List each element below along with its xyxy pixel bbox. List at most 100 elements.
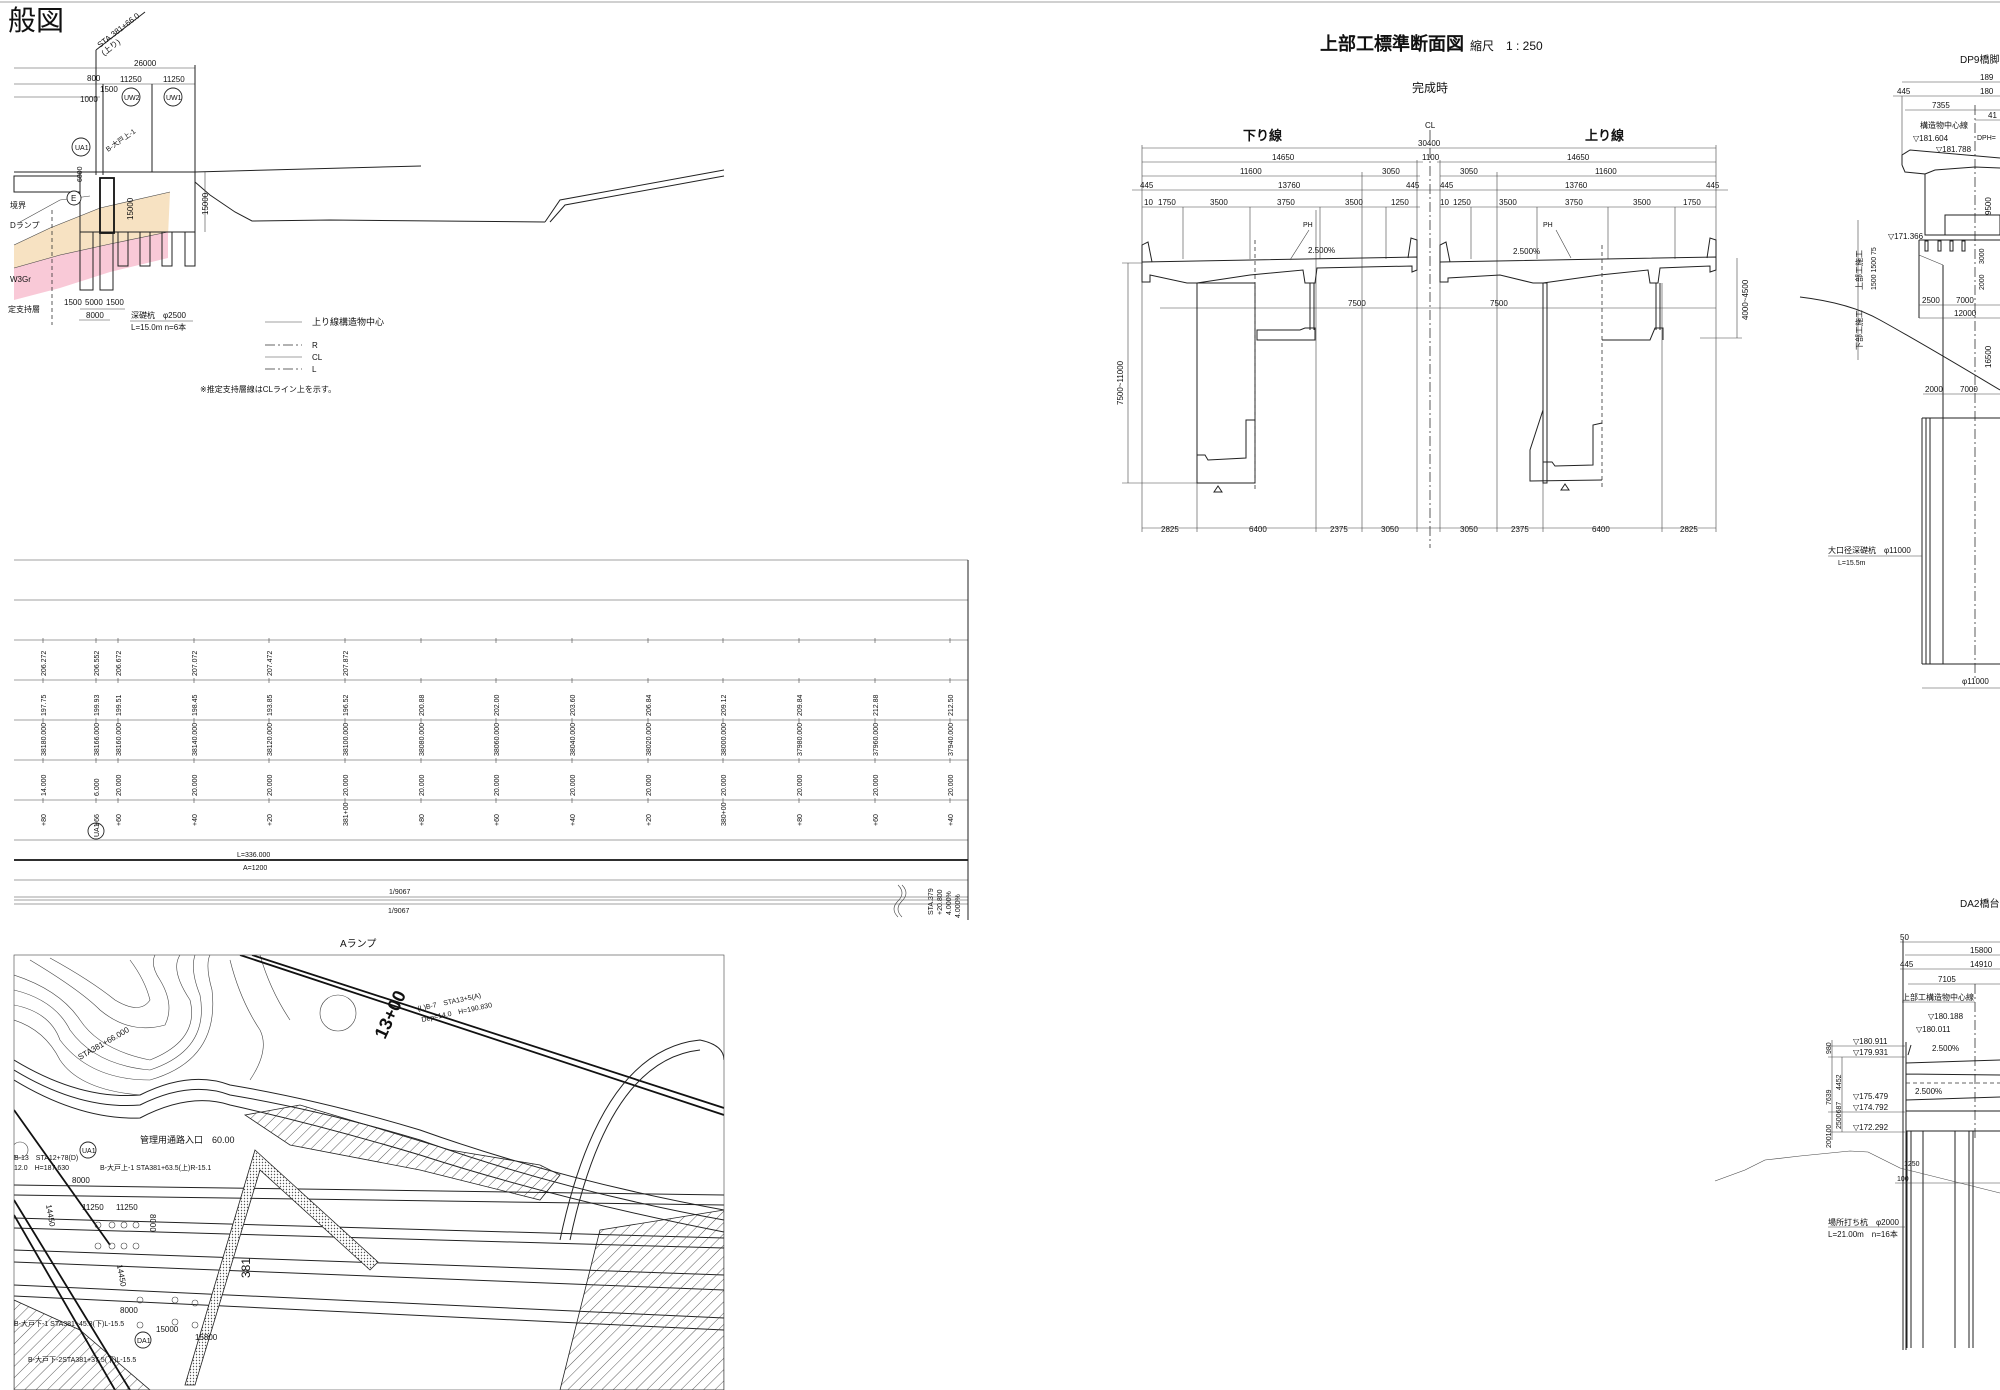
dp9-dim: 7000 [1956,296,1974,305]
pier-height-dim: 7500~11000 [1116,360,1125,405]
grade-lower: 1/9067 [388,908,410,915]
pile-grid [94,1221,199,1329]
dim-1500-b: 1500 [106,298,124,307]
plan-access-label: 管理用通路入口 60.00 [140,1134,235,1145]
cumulative-distance-cell: 38100.000 [343,723,350,756]
ground-height-cell: 198.45 [192,694,199,716]
profile-table: UA1 L=336.000 A=1200 1/9067 1/9067 STA.3… [14,559,969,920]
plan-ua1: UA1 [82,1148,96,1155]
cumulative-distance-cell: 37980.000 [797,723,804,756]
legend-label: L [312,365,317,374]
dim-3050-right: 3050 [1460,167,1478,176]
soil-layer-pink [14,232,168,300]
da2-title: DA2橋台 [1960,897,1999,910]
plan-boring-b13-sub: 12.0 H=187.630 [14,1165,69,1172]
planned-height-cell: 207.872 [343,651,350,676]
clothoid-parameter: A=1200 [243,865,267,872]
dim-7500-left: 7500 [1348,299,1366,308]
dim-1500-a: 1500 [64,298,82,307]
plan-dim: 11250 [82,1203,104,1212]
dp9-elevation: ▽171.366 [1888,232,1924,241]
dp9-dim: 41 [1988,111,1997,120]
marker-ua1: UA1 [75,145,89,152]
dim-7500-right: 7500 [1490,299,1508,308]
bearing-triangle [1560,483,1570,491]
dim-1000: 1000 [80,95,98,104]
legend-label: R [312,341,318,350]
dim-11250-uw1: 11250 [163,75,185,84]
single-distance-cell: 20.000 [116,774,123,796]
da2-elevation: ▽175.479 [1853,1092,1889,1101]
pile [139,231,151,267]
ground-line [1799,296,2000,391]
plan-dim: 8000 [72,1176,90,1185]
railing [13,175,81,193]
hatched-area [243,1104,561,1201]
left-deck [1141,256,1418,284]
da2-dim: 1250 [1904,1161,1920,1168]
bottom-dim: 6400 [1592,525,1610,534]
dim-14650-left: 14650 [1272,153,1295,162]
soil-layer-beige [14,192,170,270]
lane-dim: 10 [1440,198,1449,207]
single-distance-cell: 20.000 [721,774,728,796]
bottom-dim: 2375 [1511,525,1529,534]
plan-boring-b13: B-13 STA12+78(D) [14,1155,78,1162]
cross-section-scale: 縮尺 1 : 250 [1470,38,1543,53]
da2-dim: 14910 [1970,960,1993,969]
cumulative-distance-cell: 38060.000 [494,723,501,756]
table-marker-ua1: UA1 [94,823,101,837]
dim-445: 445 [1440,181,1454,190]
da2-pile-label: 場所打ち杭 φ2000 [1828,1217,1900,1227]
boring-label: B-大戸上-1 [104,127,137,154]
ground-line [1714,1150,2000,1194]
da2-elevation: ▽180.911 [1853,1037,1888,1046]
station-cell: +80 [797,814,804,826]
lane-dim: 1250 [1391,198,1409,207]
dp9-caisson [1921,417,2000,665]
da2-dim: 15800 [1970,946,1993,955]
lane-dim: 1750 [1158,198,1176,207]
ground-height-cell: 203.60 [570,694,577,716]
planned-height-cell: 206.672 [116,651,123,676]
pile [79,231,94,291]
dp9-lower-work: 下部工施工 [1854,310,1864,350]
ground-height-cell: 202.00 [494,694,501,716]
station-cell: +60 [494,814,501,826]
plan-dim: 14450 [115,1264,128,1288]
single-distance-cell: 20.000 [267,774,274,796]
station-cell: +80 [41,814,48,826]
dim-11250-uw2: 11250 [120,75,142,84]
dim-14650-right: 14650 [1567,153,1590,162]
station-cell: +40 [570,814,577,826]
dp9-dim: 12000 [1954,309,1977,318]
pile [161,231,173,267]
dim-8000: 8000 [86,311,104,320]
strata-w3gr: W3Gr [10,275,31,284]
dim-1100: 1100 [1422,153,1440,162]
dp9-dim: 7000 [1960,385,1978,394]
cumulative-distance-cell: 38080.000 [419,723,426,756]
sta-note: 4.000% [946,891,953,915]
dim-445: 445 [1140,181,1154,190]
da2-elevation: ▽180.011 [1916,1025,1951,1034]
da2-vdim: 2500687 [1836,1102,1843,1129]
dp9-pile-label: 大口径深礎杭 φ11000 [1828,545,1911,555]
dp9-pier-section: DP9橋脚 189 180 445 7355 41 構造物中心線 DPH= ▽1… [1799,53,2000,689]
station-cell: +20 [646,814,653,826]
dp9-dim: 2000 [1925,385,1943,394]
cross-section-subtitle: 完成時 [1412,80,1448,95]
dim-800: 800 [87,74,101,83]
dp9-elevation: ▽181.604 [1913,134,1949,143]
bottom-dim: 3050 [1381,525,1399,534]
da2-vdim: 200100 [1826,1125,1833,1148]
legend: 上り線構造物中心 R CL L ※推定支持層線はCLライン上を示す。 [200,316,384,394]
station-cell: +40 [948,814,955,826]
cross-section: 上部工標準断面図 縮尺 1 : 250 完成時 下り線 上り線 CL [1116,33,1750,548]
lane-dim: 10 [1144,198,1153,207]
lane-dim: 3500 [1633,198,1651,207]
dp9-dim: 2500 [1922,296,1940,305]
da2-elevation: ▽180.188 [1928,1012,1964,1021]
dp9-upper-work: 上部工施工 [1854,250,1864,290]
slope-label: 2.500% [1513,247,1540,256]
